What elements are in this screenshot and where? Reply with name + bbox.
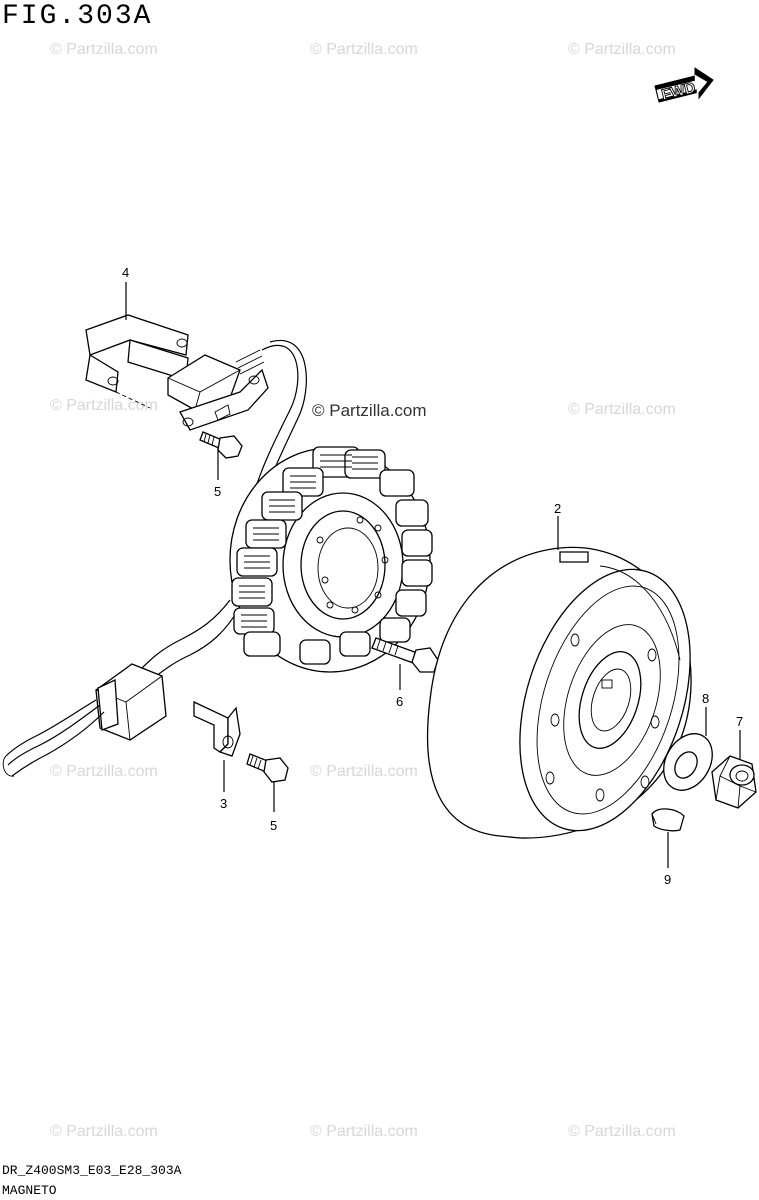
watermark: © Partzilla.com	[50, 41, 158, 58]
callout-number: 7	[736, 714, 743, 729]
callout-number: 5	[214, 484, 221, 499]
callout-number: 6	[396, 694, 403, 709]
callout-number: 3	[220, 796, 227, 811]
part-4-bracket	[85, 314, 269, 431]
watermark: © Partzilla.com	[310, 41, 418, 58]
fwd-label: FWD	[660, 79, 697, 104]
figure-code: DR_Z400SM3_E03_E28_303A	[2, 1163, 182, 1178]
part-2-rotor	[426, 546, 692, 839]
part-8-washer	[663, 733, 713, 791]
part-5-bolt-lower	[246, 753, 289, 783]
leader-lines	[125, 282, 741, 868]
callout-number: 2	[554, 501, 561, 516]
callout-number: 9	[664, 872, 671, 887]
watermark: © Partzilla.com	[568, 401, 676, 418]
callout-layer: 4 5 2 8 7 6 3 5 9	[122, 265, 743, 887]
part-7-nut	[711, 755, 757, 809]
figure-title: FIG.303A	[2, 1, 153, 32]
part-9-key	[651, 808, 685, 832]
callout-number: 5	[270, 818, 277, 833]
callout-number: 8	[702, 691, 709, 706]
watermark: © Partzilla.com	[50, 763, 158, 780]
lower-connector	[2, 663, 167, 777]
part-stator	[229, 446, 433, 673]
watermark: © Partzilla.com	[310, 1123, 418, 1140]
part-3-clamp	[193, 700, 241, 757]
callout-number: 4	[122, 265, 129, 280]
watermark: © Partzilla.com	[568, 41, 676, 58]
watermark: © Partzilla.com	[50, 397, 158, 414]
watermark: © Partzilla.com	[568, 1123, 676, 1140]
fwd-arrow-icon: FWD	[654, 67, 714, 104]
part-5-bolt-upper	[199, 431, 243, 459]
watermark-center: © Partzilla.com	[312, 401, 427, 420]
watermark: © Partzilla.com	[310, 763, 418, 780]
figure-name: MAGNETO	[2, 1183, 57, 1198]
watermark: © Partzilla.com	[50, 1123, 158, 1140]
